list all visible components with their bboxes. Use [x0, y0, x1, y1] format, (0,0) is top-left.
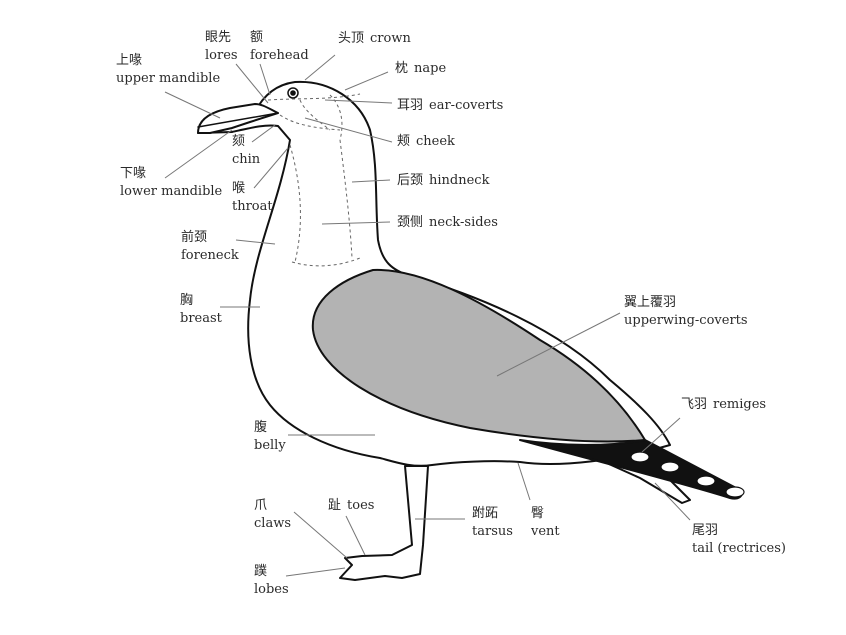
leader-upper-mandible — [164, 91, 221, 119]
leader-lower-mandible — [164, 129, 233, 179]
leader-throat — [253, 147, 289, 189]
leader-toes — [345, 515, 366, 556]
leader-neck-sides — [321, 221, 391, 225]
leader-tail — [654, 482, 691, 521]
leader-upperwing-coverts — [496, 312, 621, 377]
leader-claws — [293, 511, 348, 559]
leader-nape — [344, 71, 389, 91]
leader-cheek — [304, 117, 393, 143]
leg — [339, 465, 429, 581]
leader-remiges — [641, 417, 681, 453]
leader-ear-coverts — [324, 99, 393, 104]
leader-hindneck — [351, 179, 391, 183]
leader-crown — [304, 54, 336, 81]
wing-coverts — [311, 268, 646, 443]
mirror-spot — [660, 461, 680, 473]
mirror-spot — [630, 451, 650, 463]
mirror-spot — [725, 486, 745, 498]
leader-foreneck — [235, 239, 276, 245]
leader-forehead — [259, 63, 271, 96]
pupil — [290, 90, 296, 96]
mirror-spot — [696, 475, 716, 487]
leader-chin — [251, 124, 276, 143]
leader-lobes — [285, 567, 346, 577]
leader-lores — [235, 63, 269, 104]
leader-vent — [517, 462, 531, 501]
wing-tip — [519, 439, 743, 500]
